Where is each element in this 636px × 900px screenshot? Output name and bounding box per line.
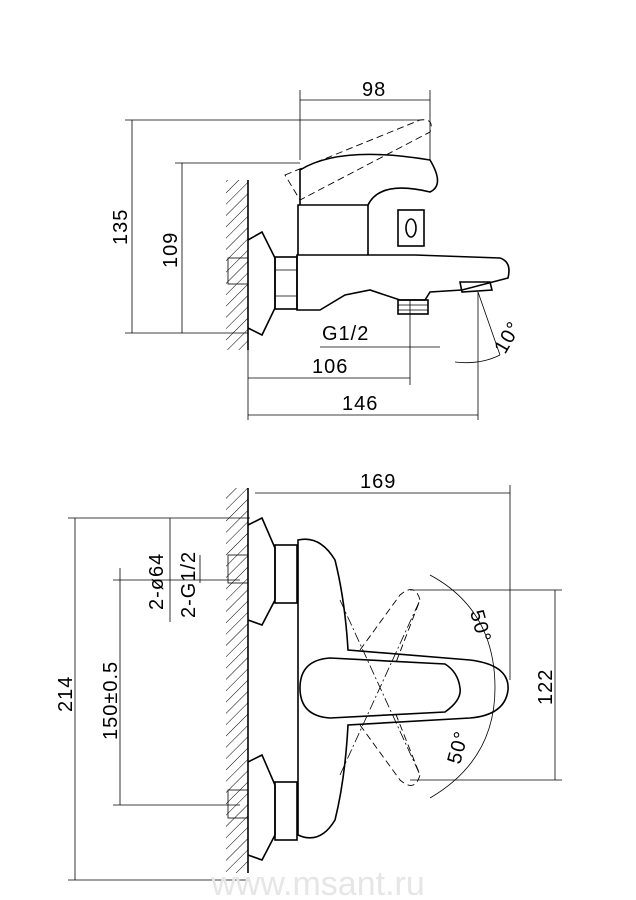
- dim-width-total: 169: [360, 471, 396, 493]
- dim-angle-up: 50°: [465, 608, 495, 646]
- wall-hatch-bottom: [226, 488, 249, 873]
- wall-hatch: [226, 180, 249, 350]
- dim-flange-dia: 2-ø64: [146, 553, 168, 610]
- top-view: 169 214 150±0.5 2-ø64 2-G1/2 122 50° 50°: [55, 471, 562, 881]
- dim-height-total: 135: [110, 209, 132, 245]
- dim-height-total-top: 214: [55, 676, 77, 712]
- faucet-top-outline: [227, 516, 509, 861]
- dim-lever-width: 98: [362, 79, 386, 101]
- dim-center-distance: 150±0.5: [100, 661, 122, 740]
- dim-height-body: 109: [160, 232, 182, 268]
- faucet-side-outline: [227, 119, 510, 337]
- side-dimension-lines: [125, 90, 501, 420]
- dim-angle-spout: 10°: [490, 318, 526, 358]
- dim-angle-down: 50°: [444, 728, 474, 766]
- dim-depth-outlet: 106: [312, 356, 348, 378]
- top-dimension-lines: [68, 485, 562, 881]
- side-view: 98 135 109 G1/2 10° 106 146: [110, 79, 526, 420]
- dim-thread-side: G1/2: [322, 323, 369, 345]
- dim-depth-total: 146: [342, 393, 378, 415]
- dim-thread-top: 2-G1/2: [178, 551, 200, 618]
- dim-lever-travel: 122: [535, 669, 557, 705]
- watermark: www.msant.ru: [210, 865, 425, 900]
